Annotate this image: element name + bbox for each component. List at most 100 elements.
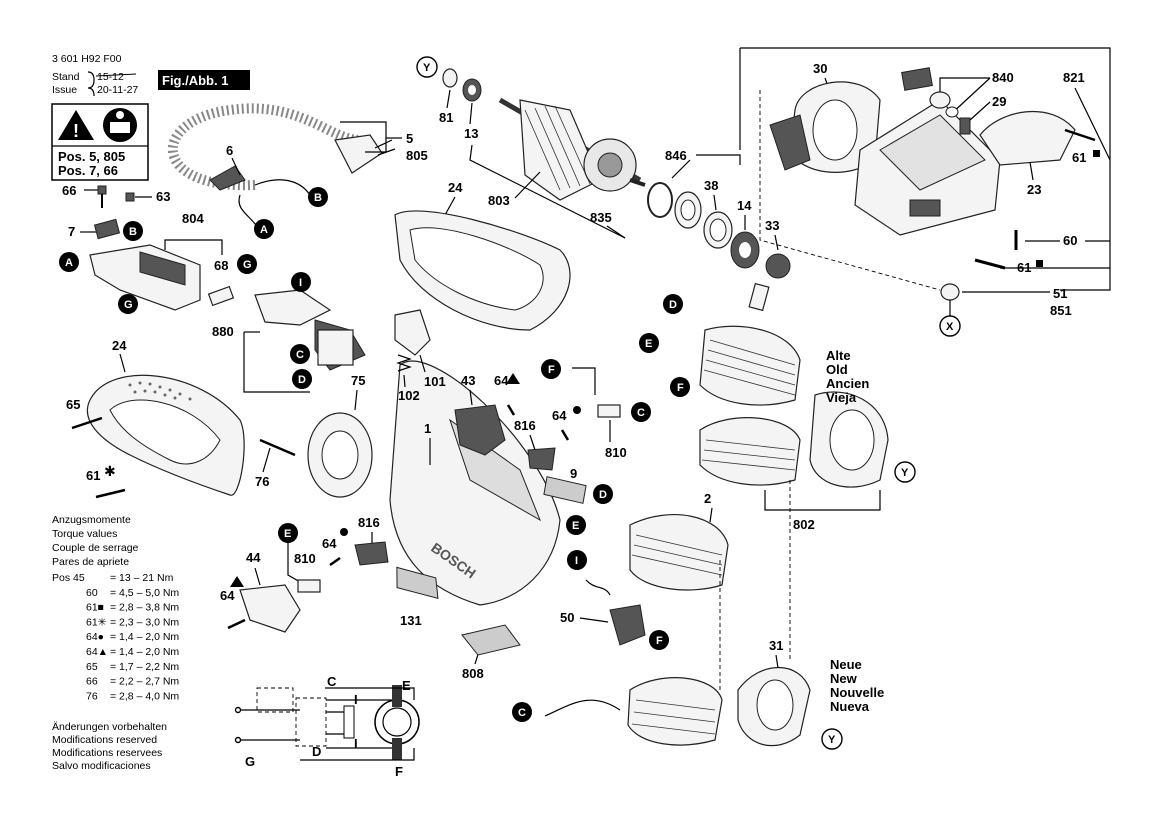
callout-d: D bbox=[298, 374, 306, 386]
part-label-5: 5 bbox=[406, 131, 413, 146]
part-label-13: 13 bbox=[464, 126, 478, 141]
lower-brush-assembly: 44 64 810 64 816 131 808 bbox=[220, 515, 521, 681]
torque-row-value: = 1,4 – 2,0 Nm bbox=[110, 646, 179, 658]
wiring-diagram: C D E F G I I bbox=[234, 674, 420, 779]
part-label-33: 33 bbox=[765, 218, 779, 233]
part-label-23: 23 bbox=[1027, 182, 1041, 197]
torque-row-value: = 2,2 – 2,7 Nm bbox=[110, 676, 179, 688]
callout-a: A bbox=[65, 257, 73, 269]
part-label-810-a: 810 bbox=[605, 445, 627, 460]
doc-number: 3 601 H92 F00 bbox=[52, 53, 122, 65]
callout-e: E bbox=[645, 338, 652, 350]
callout-markers: Y X Y Y B A B A G G I C D D E F C F D E … bbox=[59, 56, 961, 750]
torque-row-pos: 64▲ bbox=[86, 646, 108, 658]
callout-i: I bbox=[575, 555, 578, 567]
part-label-804: 804 bbox=[182, 211, 204, 226]
part-label-64-b: 64 bbox=[552, 408, 567, 423]
torque-row-pos: 61■ bbox=[86, 602, 104, 614]
torque-row-pos: 76 bbox=[86, 690, 98, 702]
callout-d: D bbox=[599, 489, 607, 501]
part-label-6: 6 bbox=[226, 143, 233, 158]
part-label-51: 51 bbox=[1053, 286, 1067, 301]
callout-b: B bbox=[129, 226, 137, 238]
new-version-label: Neue New Nouvelle Nueva bbox=[830, 657, 884, 714]
part-label-31: 31 bbox=[769, 638, 783, 653]
svg-text:✱: ✱ bbox=[104, 464, 116, 480]
torque-row-value: = 2,3 – 3,0 Nm bbox=[110, 616, 179, 628]
torque-row-value: = 2,8 – 3,8 Nm bbox=[110, 602, 179, 614]
callout-g: G bbox=[243, 259, 252, 271]
part-label-816-b: 816 bbox=[358, 515, 380, 530]
callout-d: D bbox=[669, 299, 677, 311]
old-label-en: Old bbox=[826, 362, 848, 377]
stand-date: 15-12 bbox=[97, 71, 124, 83]
part-label-835: 835 bbox=[590, 210, 612, 225]
part-label-102: 102 bbox=[398, 388, 420, 403]
new-label-es: Nueva bbox=[830, 699, 870, 714]
part-label-840: 840 bbox=[992, 70, 1014, 85]
torque-row-value: = 4,5 – 5,0 Nm bbox=[110, 587, 179, 599]
callout-e: E bbox=[284, 528, 291, 540]
torque-heading-en: Torque values bbox=[52, 528, 117, 540]
callout-y-label: Y bbox=[423, 62, 431, 74]
callout-x-label: X bbox=[946, 321, 954, 333]
wiring-label-i-bottom: I bbox=[354, 736, 358, 751]
torque-row-value: = 1,7 – 2,2 Nm bbox=[110, 661, 179, 673]
part-label-101: 101 bbox=[424, 374, 446, 389]
part-label-805: 805 bbox=[406, 148, 428, 163]
callout-y-circle bbox=[416, 56, 438, 78]
torque-row-pos: 60 bbox=[86, 587, 98, 599]
callout-i: I bbox=[299, 277, 302, 289]
triangle-marker-icon bbox=[506, 373, 520, 384]
callout-g: G bbox=[124, 299, 133, 311]
old-label-de: Alte bbox=[826, 348, 851, 363]
changes-note-fr: Modifications reservees bbox=[52, 747, 162, 759]
part-label-851: 851 bbox=[1050, 303, 1072, 318]
safety-notice-box: ! Pos. 5, 805 Pos. 7, 66 bbox=[51, 103, 149, 181]
part-label-60: 60 bbox=[1063, 233, 1077, 248]
part-label-880: 880 bbox=[212, 324, 234, 339]
field-coil-assembly: Alte Old Ancien Vieja 802 2 31 Neue New … bbox=[544, 325, 889, 747]
switch-assembly: 66 63 7 804 68 880 bbox=[62, 183, 366, 393]
armature-assembly: 81 13 803 835 bbox=[439, 68, 646, 239]
callout-y-circle bbox=[894, 461, 916, 483]
new-label-en: New bbox=[830, 671, 858, 686]
square-marker-icon bbox=[1093, 150, 1100, 157]
part-label-65: 65 bbox=[66, 397, 80, 412]
part-label-61-top: 61 bbox=[1072, 150, 1086, 165]
safety-line-1: Pos. 5, 805 bbox=[58, 149, 125, 164]
torque-row-pos: 65 bbox=[86, 661, 98, 673]
part-label-64-d: 64 bbox=[322, 536, 337, 551]
triangle-marker-icon bbox=[230, 576, 244, 587]
torque-row-pos: Pos 45 bbox=[52, 572, 85, 584]
torque-row-pos: 61✳ bbox=[86, 616, 107, 628]
new-label-fr: Nouvelle bbox=[830, 685, 884, 700]
torque-heading-de: Anzugsmomente bbox=[52, 514, 131, 526]
callout-f: F bbox=[656, 635, 663, 647]
plug-icon bbox=[334, 134, 383, 174]
part-label-821: 821 bbox=[1063, 70, 1085, 85]
wiring-label-f: F bbox=[395, 764, 403, 779]
callout-a: A bbox=[260, 224, 268, 236]
callout-c: C bbox=[637, 407, 645, 419]
part-label-50: 50 bbox=[560, 610, 574, 625]
torque-row-value: = 13 – 21 Nm bbox=[110, 572, 174, 584]
part-label-29: 29 bbox=[992, 94, 1006, 109]
callout-c: C bbox=[518, 707, 526, 719]
part-label-24-handle: 24 bbox=[112, 338, 127, 353]
safety-line-2: Pos. 7, 66 bbox=[58, 163, 118, 178]
changes-note-de: Änderungen vorbehalten bbox=[52, 721, 167, 733]
dot-marker-icon bbox=[340, 528, 348, 536]
changes-note-en: Modifications reserved bbox=[52, 734, 157, 746]
gear-housing-assembly: 821 30 840 29 23 61 60 61 51 bbox=[739, 47, 1111, 318]
part-label-803: 803 bbox=[488, 193, 510, 208]
part-label-81: 81 bbox=[439, 110, 453, 125]
fig-label: Fig./Abb. 1 bbox=[162, 73, 228, 88]
part-label-24-housing: 24 bbox=[448, 180, 463, 195]
part-label-2: 2 bbox=[704, 491, 711, 506]
callout-y-label: Y bbox=[828, 734, 836, 746]
wiring-label-c: C bbox=[327, 674, 337, 689]
torque-row-value: = 2,8 – 4,0 Nm bbox=[110, 690, 179, 702]
wiring-label-e: E bbox=[402, 678, 411, 693]
power-cord-assembly: 6 5 805 bbox=[168, 103, 428, 229]
